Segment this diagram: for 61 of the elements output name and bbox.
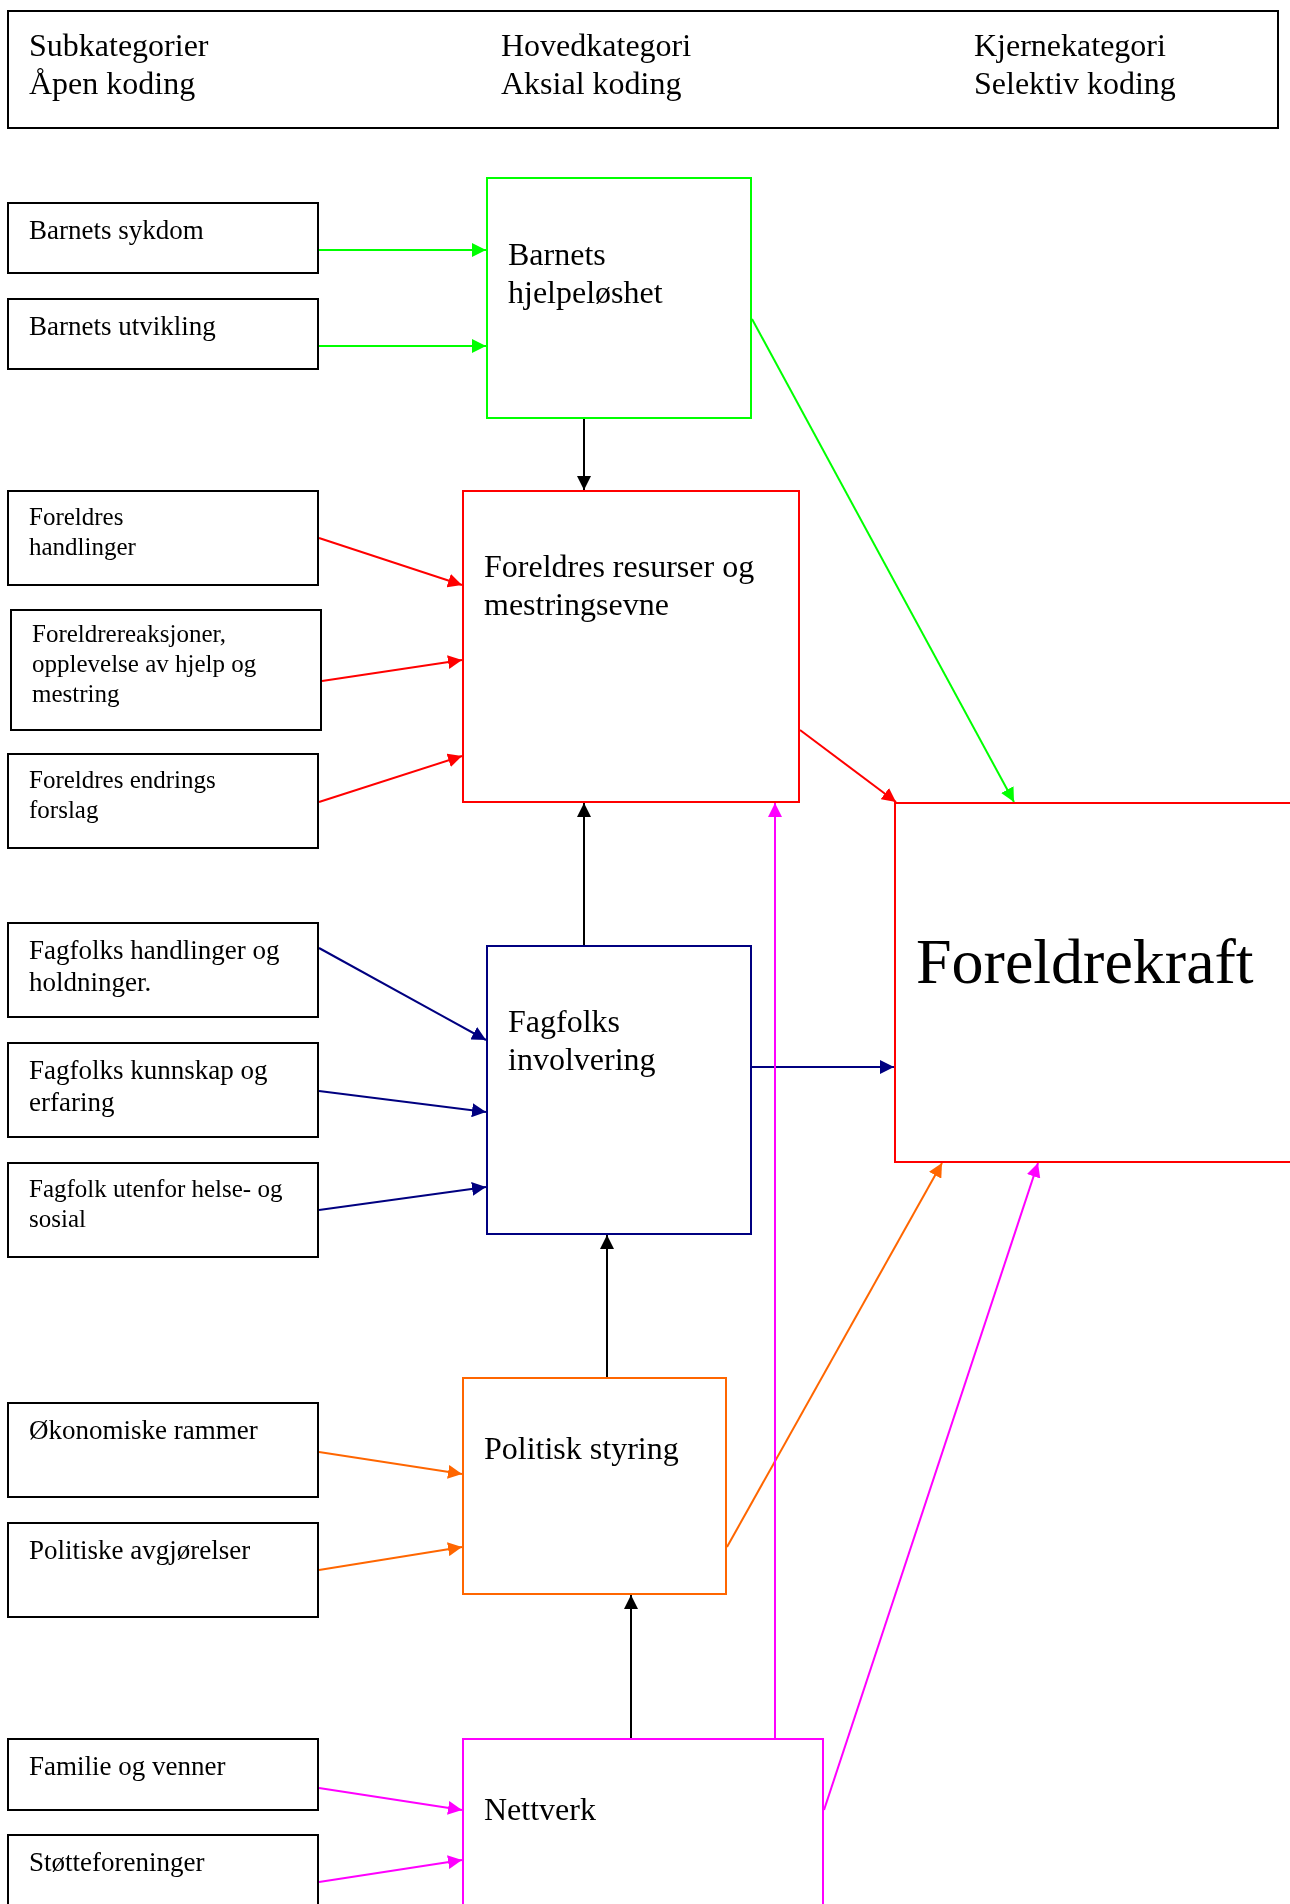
category-box [7,1162,319,1258]
arrow [726,1162,943,1548]
category-label: Familie og venner [29,1750,227,1783]
arrow [318,947,487,1041]
category-label: Politisk styring [484,1429,680,1468]
category-box [7,1834,319,1904]
category-label: Fagfolks kunnskap og erfaring [29,1054,269,1119]
category-label: Barnets hjelpeløshet [508,235,664,312]
arrow [751,318,1015,803]
category-box [894,802,1290,1163]
arrow [318,1787,463,1815]
category-box [7,202,319,274]
arrow [577,418,591,491]
column-heading: Hovedkategori Aksial koding [501,26,693,103]
category-box [462,1738,824,1904]
category-label: Politiske avgjørelser [29,1534,252,1567]
category-label: Støtteforeninger [29,1846,206,1879]
arrow [768,802,782,1739]
arrow [318,537,463,588]
arrow [751,1060,895,1074]
arrow [318,1451,463,1479]
arrow [318,243,487,257]
category-label: Fagfolks involvering [508,1002,657,1079]
arrow [799,729,897,803]
category-box [7,1522,319,1618]
category-box [7,753,319,849]
category-box [486,177,752,419]
arrow [624,1594,638,1739]
core-category-label: Foreldrekraft [916,925,1255,999]
category-box [7,1042,319,1138]
arrow [318,339,487,353]
arrow [577,802,591,946]
header-box [7,10,1279,129]
column-heading: Kjernekategori Selektiv koding [974,26,1177,103]
category-box [486,945,752,1235]
category-box [7,1738,319,1811]
category-box [10,609,322,731]
category-box [462,1377,727,1595]
category-label: Foreldrereaksjoner, opplevelse av hjelp og mestring [32,619,258,709]
arrow [600,1234,614,1378]
category-label: Økonomiske rammer [29,1414,259,1447]
arrow [318,753,463,803]
category-label: Foreldres handlinger [29,502,137,562]
category-box [462,490,800,803]
category-box [7,490,319,586]
category-box [7,1402,319,1498]
arrow [318,1090,487,1118]
arrow [318,1182,487,1211]
arrow [318,1855,463,1883]
arrow [321,655,463,682]
category-label: Foreldres endrings forslag [29,765,217,825]
category-label: Nettverk [484,1790,597,1829]
category-label: Foreldres resurser og mestringsevne [484,547,756,624]
category-label: Fagfolk utenfor helse- og sosial [29,1174,284,1234]
arrow [318,1542,463,1571]
category-box [7,298,319,370]
category-box [7,922,319,1018]
category-label: Fagfolks handlinger og holdninger. [29,934,281,999]
column-heading: Subkategorier Åpen koding [29,26,210,103]
category-label: Barnets utvikling [29,310,217,343]
category-label: Barnets sykdom [29,214,205,247]
